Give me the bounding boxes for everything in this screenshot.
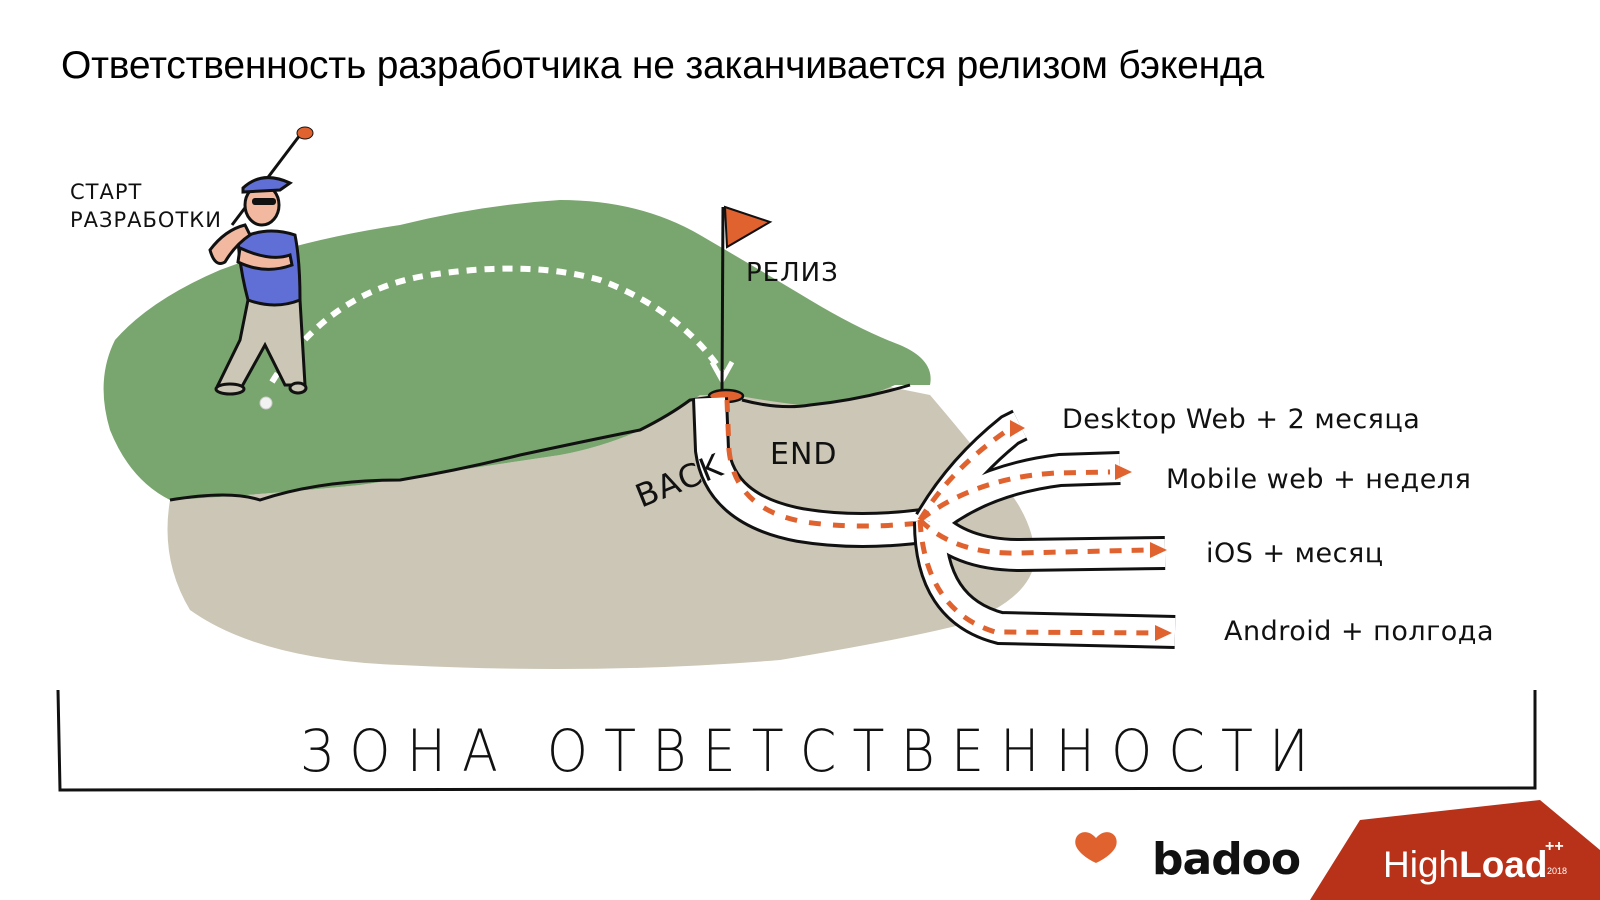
highload-plus: ++ <box>1545 838 1564 855</box>
arrow-mobile <box>1115 464 1132 480</box>
highload-light: High <box>1383 844 1460 885</box>
highload-bold: Load <box>1459 844 1548 885</box>
platform-branches <box>913 409 1176 649</box>
platform-android: Android + полгода <box>1224 616 1495 647</box>
flag-icon <box>723 205 773 249</box>
zone-label: ЗОНА ОТВЕТСТВЕННОСТИ <box>300 717 1325 785</box>
start-label-line2: разработки <box>70 208 222 232</box>
golf-ball <box>259 396 273 410</box>
golfer-figure <box>208 126 314 396</box>
platform-ios: iOS + месяц <box>1206 538 1384 569</box>
start-label: Старт разработки <box>70 178 222 234</box>
arrow-ios <box>1150 542 1167 558</box>
badoo-logo: badoo <box>1096 834 1301 885</box>
highload-year: 2018 <box>1547 866 1568 876</box>
backend-label-end: End <box>770 437 838 472</box>
zone-bracket <box>56 689 1537 792</box>
highload-banner <box>1310 800 1600 900</box>
start-label-line1: Старт <box>70 180 143 204</box>
ground-area <box>167 385 1035 669</box>
slide-title: Ответственность разработчика не заканчив… <box>61 44 1265 87</box>
responsibility-zone: ЗОНА ОТВЕТСТВЕННОСТИ <box>58 705 1568 805</box>
badoo-wordmark: badoo <box>1152 834 1301 885</box>
flag-pole <box>720 206 725 393</box>
platform-mobile-web: Mobile web + неделя <box>1166 464 1472 495</box>
release-label: Релиз <box>746 258 839 288</box>
arrow-android <box>1155 625 1172 641</box>
platform-desktop-web: Desktop Web + 2 месяца <box>1062 404 1421 435</box>
highload-logo: HighLoad <box>1383 845 1548 885</box>
ball-trajectory <box>269 265 725 384</box>
badoo-heart-icon <box>1075 832 1117 863</box>
arrow-desktop <box>1010 420 1025 437</box>
